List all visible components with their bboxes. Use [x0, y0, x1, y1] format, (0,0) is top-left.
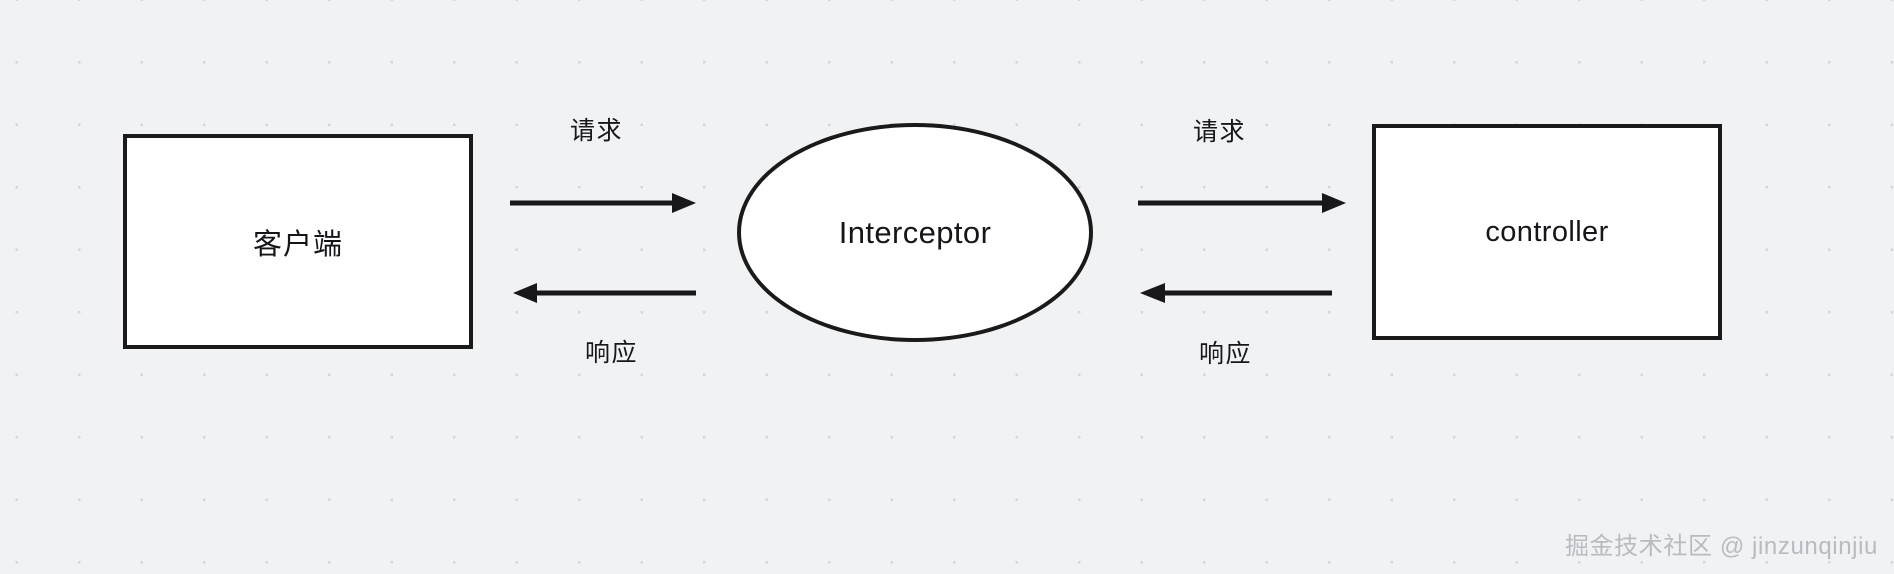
node-interceptor-label: Interceptor — [838, 214, 992, 250]
arrow-interceptor-to-controller — [1138, 190, 1346, 216]
edge-label-response-right: 响应 — [1199, 340, 1253, 368]
arrow-controller-to-interceptor — [1140, 280, 1332, 306]
arrow-client-to-interceptor — [510, 190, 696, 216]
edge-label-request-right: 请求 — [1193, 118, 1247, 146]
node-controller-label: controller — [1485, 215, 1609, 248]
edge-label-response-left: 响应 — [585, 339, 639, 367]
arrow-interceptor-to-client — [513, 280, 696, 306]
node-interceptor[interactable]: Interceptor — [737, 123, 1093, 342]
node-client[interactable]: 客户端 — [123, 134, 473, 349]
watermark: 掘金技术社区 @ jinzunqinjiu — [1564, 533, 1878, 560]
node-controller[interactable]: controller — [1372, 124, 1722, 340]
edge-label-request-left: 请求 — [570, 117, 624, 145]
node-client-label: 客户端 — [252, 228, 343, 261]
